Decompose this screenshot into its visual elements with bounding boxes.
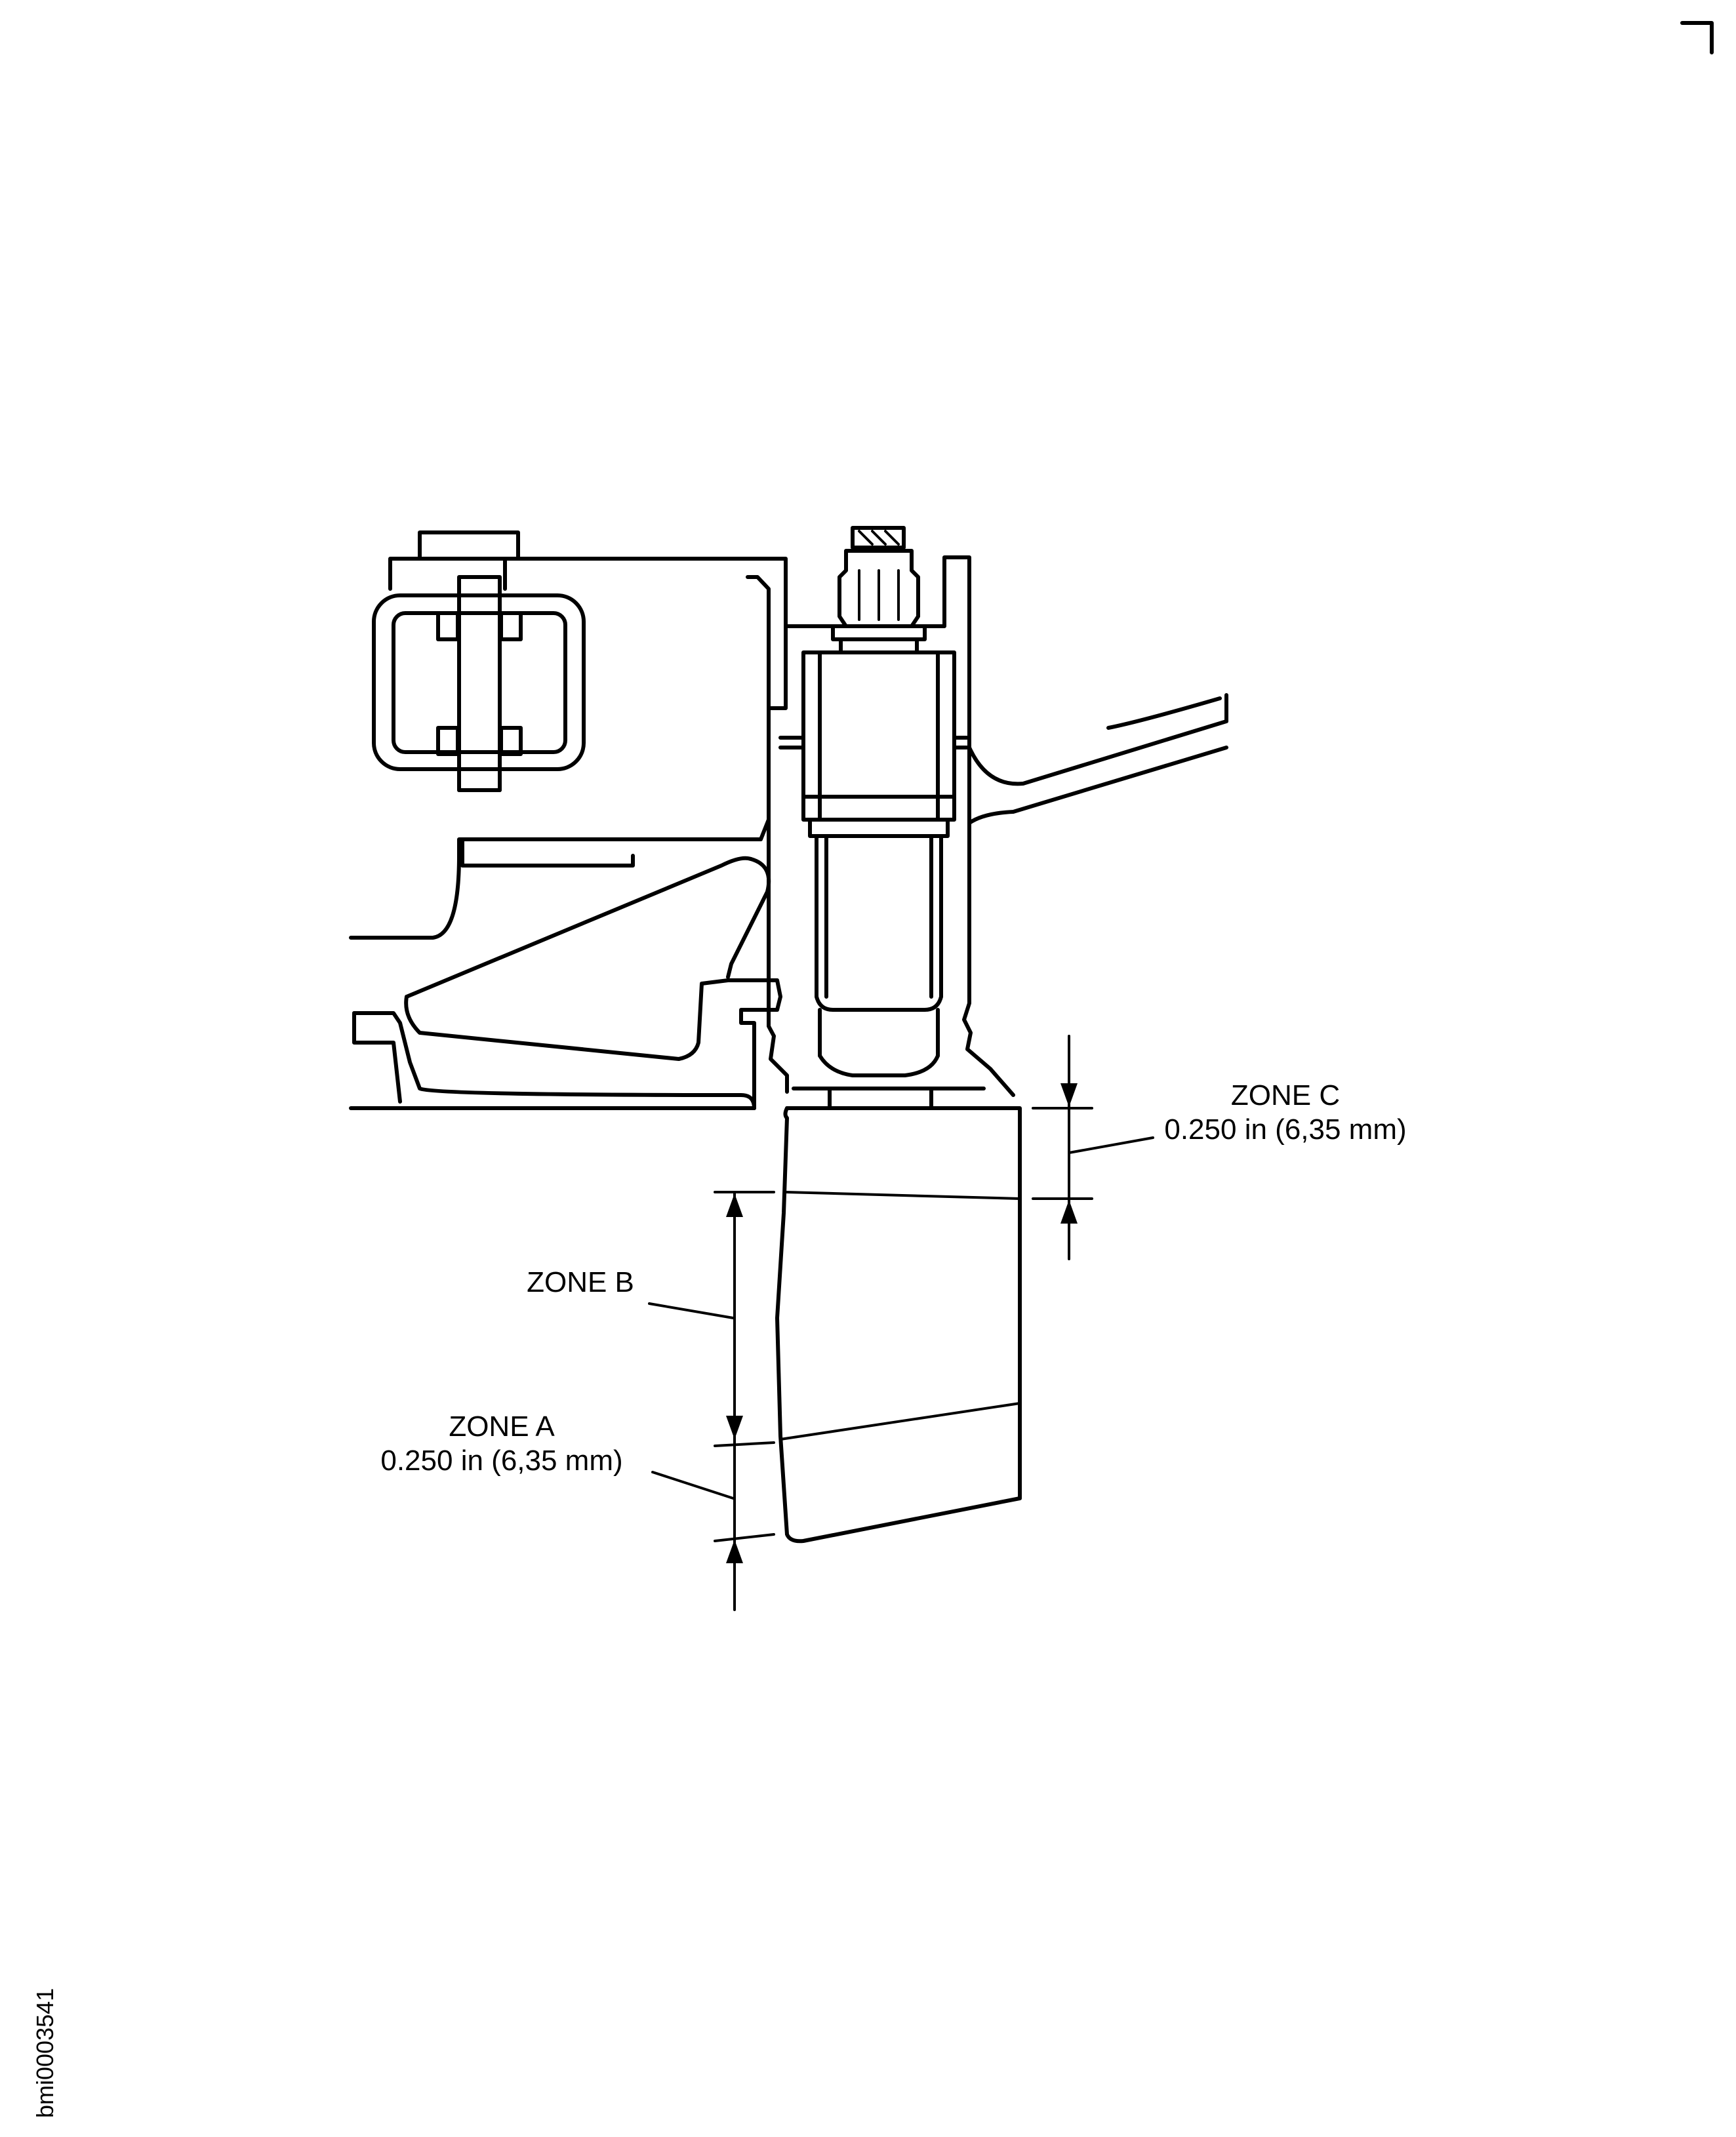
- retaining-clip: [372, 530, 586, 792]
- zone-a-label: ZONE A 0.250 in (6,35 mm): [351, 1410, 653, 1478]
- zone-c-label: ZONE C 0.250 in (6,35 mm): [1148, 1079, 1423, 1147]
- zone-a-name: ZONE A: [449, 1410, 555, 1443]
- bolt-assembly: [778, 526, 1015, 1110]
- figure-id: bmi0003541: [31, 1987, 58, 2118]
- zone-c-dimension: [1032, 1035, 1154, 1260]
- zone-c-name: ZONE C: [1230, 1079, 1341, 1111]
- zone-b-dimension: [648, 1191, 775, 1444]
- corner-crop-mark: [1680, 21, 1714, 54]
- inner-web: [349, 856, 782, 1110]
- flange-structure: [349, 555, 1228, 1097]
- zone-a-dimension: [651, 1441, 775, 1611]
- blade-airfoil: [775, 1106, 1022, 1544]
- zone-b-label: ZONE B: [505, 1266, 656, 1300]
- zone-a-dimension-text: 0.250 in (6,35 mm): [380, 1445, 623, 1477]
- zone-c-dimension-text: 0.250 in (6,35 mm): [1164, 1113, 1407, 1146]
- zone-b-name: ZONE B: [527, 1266, 634, 1298]
